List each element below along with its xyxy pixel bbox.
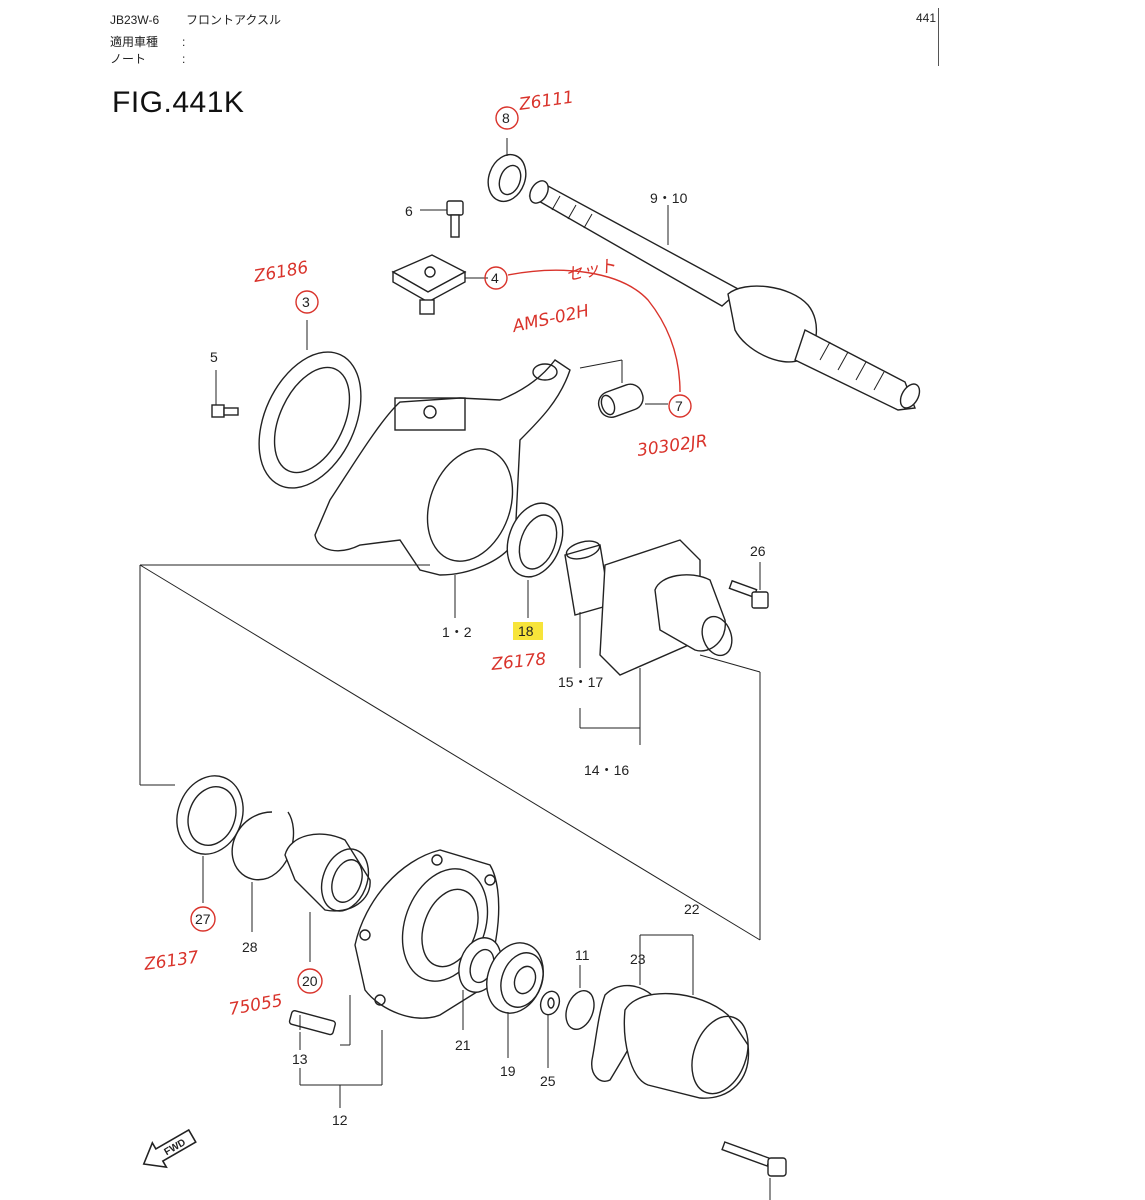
label-28: 28 — [242, 939, 258, 955]
header-note-value: : — [182, 52, 186, 66]
circle-7 — [668, 394, 692, 418]
label-8: 8 — [502, 110, 510, 126]
label-25: 25 — [540, 1073, 556, 1089]
steering-knuckle — [314, 359, 571, 576]
label-11: 11 — [575, 947, 590, 963]
header-model: JB23W-6 — [110, 13, 160, 27]
label-1-2: 1・2 — [442, 624, 472, 640]
annotation-30302jr: 30302JR — [636, 431, 709, 461]
wheel-hub — [354, 849, 500, 1019]
label-7: 7 — [675, 398, 683, 414]
label-13: 13 — [292, 1051, 308, 1067]
label-6: 6 — [405, 203, 413, 219]
annotation-z6178: Z6178 — [489, 649, 547, 675]
header-section: フロントアクスル — [186, 13, 282, 27]
gasket-23 — [591, 984, 653, 1082]
circle-27 — [190, 906, 216, 932]
label-19: 19 — [500, 1063, 516, 1079]
label-20: 20 — [302, 973, 318, 989]
bolt-6 — [446, 200, 464, 238]
bolt-26 — [728, 579, 769, 609]
header-applicable-value: : — [182, 35, 186, 49]
label-21: 21 — [455, 1037, 471, 1053]
oil-seal-8 — [487, 153, 527, 203]
annotation-z6111: Z6111 — [517, 88, 575, 116]
oil-seal-27 — [176, 775, 244, 855]
label-12: 12 — [332, 1112, 348, 1128]
header-page-number: 441 — [916, 11, 937, 25]
washer-25 — [539, 990, 561, 1016]
label-5: 5 — [210, 349, 218, 365]
label-4: 4 — [491, 270, 499, 286]
oil-seal-19 — [486, 942, 544, 1014]
bearing-cap-4 — [391, 254, 467, 315]
circle-3 — [295, 290, 319, 314]
hub-cap-22 — [623, 992, 750, 1099]
bearing-7 — [597, 383, 644, 418]
label-9-10: 9・10 — [650, 190, 688, 206]
label-26: 26 — [750, 543, 766, 559]
label-15-17: 15・17 — [558, 674, 603, 690]
header-note-label: ノート — [110, 52, 147, 66]
circle-8 — [495, 106, 519, 130]
label-22: 22 — [684, 901, 700, 917]
label-27: 27 — [195, 911, 211, 927]
snap-ring-11 — [565, 989, 595, 1031]
wheel-stud-13 — [288, 1010, 336, 1036]
header-divider — [938, 8, 939, 66]
fwd-arrow-icon: FWD — [142, 1128, 197, 1169]
fwd-label: FWD — [163, 1137, 188, 1158]
annotation-set: セット — [564, 256, 618, 286]
label-14-16: 14・16 — [584, 762, 629, 778]
label-18: 18 — [518, 623, 534, 639]
circle-4 — [484, 266, 508, 290]
bolt-bottom — [721, 1141, 787, 1177]
figure-title: FIG.441K — [112, 86, 245, 119]
label-3: 3 — [302, 294, 310, 310]
annotation-75055: 75055 — [227, 991, 284, 1020]
axle-shaft — [528, 180, 921, 411]
circle-20 — [297, 968, 323, 994]
header-applicable-label: 適用車種 — [110, 35, 159, 49]
label-18-highlight — [513, 622, 543, 640]
gasket-3 — [258, 351, 362, 489]
oil-seal-18 — [506, 502, 564, 578]
annotation-ams-02h: AMS-02H — [510, 301, 591, 337]
set-connector-line — [507, 269, 681, 393]
spindle-14-16 — [599, 539, 733, 676]
annotation-z6137: Z6137 — [142, 947, 200, 975]
bolt-5 — [211, 404, 239, 418]
wheel-bearing-20 — [284, 833, 371, 912]
label-23: 23 — [630, 951, 646, 967]
annotation-z6186: Z6186 — [251, 258, 310, 287]
